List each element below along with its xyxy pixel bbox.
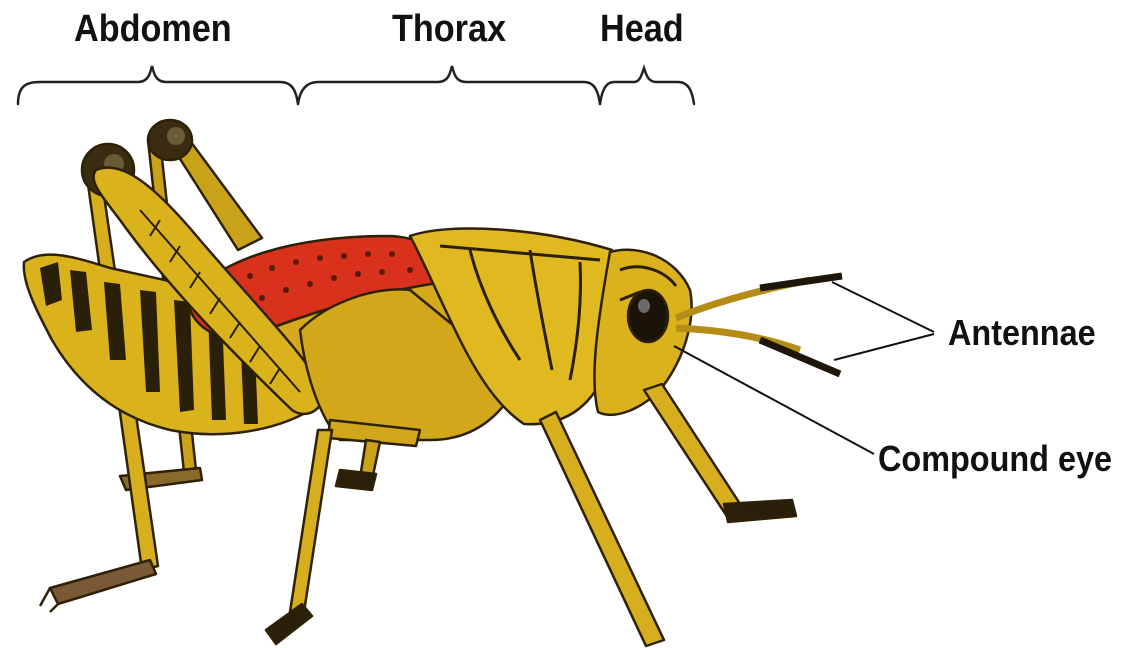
antennae-leader-upper xyxy=(832,282,934,332)
antennae xyxy=(676,276,842,374)
compound-eye-leader xyxy=(674,346,874,454)
antennae-label: Antennae xyxy=(948,312,1096,354)
head-bracket xyxy=(600,68,694,104)
thorax-bracket xyxy=(298,66,600,104)
head-label: Head xyxy=(600,8,684,51)
compound-eye-label: Compound eye xyxy=(878,438,1112,480)
antennae-leader-lower xyxy=(834,334,934,360)
compound-eye xyxy=(628,290,668,342)
middle-leg xyxy=(328,420,420,490)
abdomen-label: Abdomen xyxy=(74,8,232,51)
thorax-label: Thorax xyxy=(392,8,506,51)
segment-brackets xyxy=(18,66,694,104)
abdomen-bracket xyxy=(18,66,298,104)
grasshopper-illustration xyxy=(24,120,842,646)
